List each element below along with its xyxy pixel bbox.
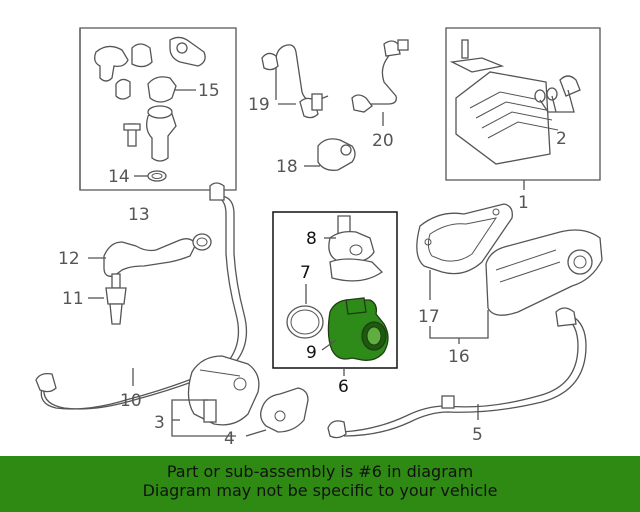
part-9-thermostat-housing bbox=[327, 297, 389, 361]
part-19-sensor bbox=[261, 44, 329, 119]
callout-14: 14 bbox=[108, 167, 130, 187]
callout-1: 1 bbox=[518, 193, 529, 213]
part-12-hose bbox=[103, 233, 212, 277]
leader-2b bbox=[551, 95, 557, 113]
parts-diagram: 13 14 15 19 20 18 1 2 12 11 10 8 7 9 6 1… bbox=[35, 27, 603, 449]
callout-10: 10 bbox=[120, 391, 142, 411]
part-8-housing bbox=[328, 215, 384, 282]
part-11-fitting bbox=[105, 273, 127, 325]
part-18-sensor bbox=[317, 138, 356, 171]
callout-17: 17 bbox=[418, 307, 440, 327]
leader-4 bbox=[245, 429, 267, 437]
callout-19: 19 bbox=[248, 95, 270, 115]
part-16-cooler bbox=[485, 229, 603, 316]
part-7-o-ring bbox=[286, 305, 324, 339]
callout-3: 3 bbox=[154, 413, 165, 433]
callout-8: 8 bbox=[306, 229, 317, 249]
callout-18: 18 bbox=[276, 157, 298, 177]
callout-5: 5 bbox=[472, 425, 483, 445]
callout-6: 6 bbox=[338, 377, 349, 397]
part-13-components bbox=[94, 36, 206, 182]
callout-9: 9 bbox=[306, 343, 317, 363]
callout-15: 15 bbox=[198, 81, 220, 101]
part-5-hose bbox=[327, 307, 587, 439]
part-17-gasket bbox=[416, 203, 513, 275]
callout-2: 2 bbox=[556, 129, 567, 149]
leader-3 bbox=[171, 399, 236, 437]
info-banner: Part or sub-assembly is #6 in diagram Di… bbox=[0, 456, 640, 512]
banner-line-2: Diagram may not be specific to your vehi… bbox=[142, 481, 498, 500]
banner-line-1: Part or sub-assembly is #6 in diagram bbox=[166, 462, 474, 481]
callout-11: 11 bbox=[62, 289, 84, 309]
callout-13: 13 bbox=[128, 205, 150, 225]
part-20-sensor bbox=[351, 39, 409, 113]
callout-12: 12 bbox=[58, 249, 80, 269]
callout-7: 7 bbox=[300, 263, 311, 283]
part-3-water-pump bbox=[187, 355, 260, 426]
leader-9 bbox=[321, 339, 337, 351]
leader-2 bbox=[539, 89, 575, 113]
callout-20: 20 bbox=[372, 131, 394, 151]
callout-4: 4 bbox=[224, 429, 235, 449]
part-1-canister bbox=[449, 39, 581, 165]
part-4-cover bbox=[260, 387, 309, 433]
callout-16: 16 bbox=[448, 347, 470, 367]
